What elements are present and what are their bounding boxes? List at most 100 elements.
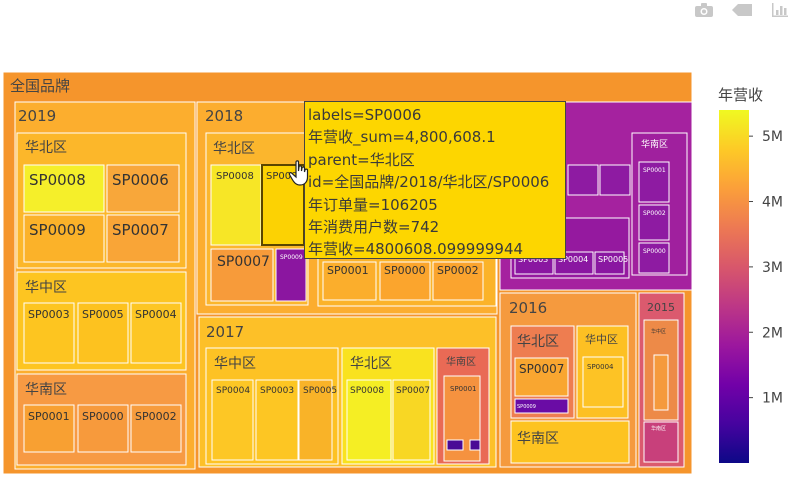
region-tile[interactable] xyxy=(510,420,630,464)
colorbar-tick-label: 2M xyxy=(762,325,783,341)
leaf-tile[interactable] xyxy=(210,164,262,246)
tooltip-line: labels=SP0006 xyxy=(308,106,422,124)
colorbar xyxy=(719,110,749,463)
colorbar-tick-label: 5M xyxy=(762,129,783,145)
region-label: 华中区 xyxy=(651,328,666,335)
leaf-label: SP0005 xyxy=(82,308,124,321)
leaf-label: SP0002 xyxy=(135,410,177,423)
region-label: 华中区 xyxy=(214,356,256,372)
tooltip-line: parent=华北区 xyxy=(308,150,415,169)
leaf-label: SP0001 xyxy=(643,167,666,174)
tooltip-line: 年营收_sum=4,800,608.1 xyxy=(308,128,496,147)
year-label: 2019 xyxy=(18,107,56,125)
leaf-label: SP0009 xyxy=(29,221,86,239)
region-label: 华中区 xyxy=(25,280,67,296)
region-label: 华南区 xyxy=(517,431,559,447)
leaf-label: SP0007 xyxy=(519,362,564,376)
tooltip-line: 年营收=4800608.099999944 xyxy=(308,240,524,259)
region-label: 华南区 xyxy=(651,425,666,432)
region-label: 华南区 xyxy=(25,382,67,398)
leaf-tile[interactable] xyxy=(582,356,624,408)
leaf-label: SP0009 xyxy=(517,404,536,410)
leaf-label: SP0007 xyxy=(396,386,430,396)
modebar xyxy=(690,0,800,20)
tooltip-line: 年订单量=106205 xyxy=(308,195,438,214)
leaf-tile[interactable] xyxy=(594,251,625,275)
leaf-tile[interactable] xyxy=(23,404,75,453)
detail-tile[interactable] xyxy=(653,354,669,411)
leaf-tile[interactable] xyxy=(130,404,182,453)
leaf-label: SP0003 xyxy=(28,308,70,321)
leaf-label: SP0004 xyxy=(216,386,250,396)
colorbar-tick-label: 1M xyxy=(762,391,783,407)
region-label: 华北区 xyxy=(350,356,392,372)
leaf-tile[interactable] xyxy=(23,302,75,364)
leaf-label: SP0008 xyxy=(216,171,254,182)
leaf-tile[interactable] xyxy=(211,379,254,461)
leaf-tile[interactable] xyxy=(392,379,431,461)
root-label: 全国品牌 xyxy=(10,77,70,95)
leaf-tile[interactable] xyxy=(106,214,180,263)
leaf-tile[interactable] xyxy=(638,161,670,203)
year-label: 2018 xyxy=(205,107,243,125)
leaf-tile[interactable] xyxy=(275,248,307,302)
leaf-label: SP0005 xyxy=(303,386,337,396)
year-label: 2017 xyxy=(206,323,244,341)
leaf-tile[interactable] xyxy=(77,404,129,453)
detail-tile[interactable] xyxy=(469,439,481,451)
leaf-tile[interactable] xyxy=(23,214,105,263)
detail-tile[interactable] xyxy=(446,439,464,451)
leaf-label: SP0004 xyxy=(558,255,588,264)
leaf-label: SP0009 xyxy=(280,254,303,261)
leaf-label: SP0001 xyxy=(450,385,476,393)
leaf-label: SP0006 xyxy=(266,171,304,182)
leaf-label: SP0000 xyxy=(643,248,666,255)
leaf-tile[interactable] xyxy=(298,379,333,461)
colorbar-tick-label: 3M xyxy=(762,260,783,276)
leaf-tile[interactable] xyxy=(432,261,484,301)
colorbar-tick-label: 4M xyxy=(762,195,783,211)
leaf-tile[interactable] xyxy=(106,164,180,213)
leaf-label: SP0007 xyxy=(112,221,169,239)
detail-tile[interactable] xyxy=(567,164,599,196)
camera-icon[interactable] xyxy=(690,0,718,20)
leaf-label: SP0008 xyxy=(350,386,384,396)
leaf-tile[interactable] xyxy=(638,204,670,241)
leaf-tile[interactable] xyxy=(255,379,299,461)
region-label: 华北区 xyxy=(517,334,559,350)
region-tile[interactable] xyxy=(643,421,679,463)
leaf-tile[interactable] xyxy=(210,248,274,302)
year-label: 2015 xyxy=(647,301,675,314)
detail-tile[interactable] xyxy=(599,164,631,196)
leaf-label: SP0002 xyxy=(437,264,479,277)
leaf-label: SP0003 xyxy=(260,386,294,396)
leaf-label: SP0005 xyxy=(598,255,628,264)
tooltip-line: 年消费用户数=742 xyxy=(308,218,440,237)
leaf-tile[interactable] xyxy=(130,302,182,364)
leaf-label: SP0003 xyxy=(518,255,548,264)
region-label: 华北区 xyxy=(25,140,67,156)
leaf-tile[interactable] xyxy=(322,261,377,301)
leaf-label: SP0001 xyxy=(28,410,70,423)
leaf-tile[interactable] xyxy=(23,164,105,213)
hover-tooltip: labels=SP0006 年营收_sum=4,800,608.1 parent… xyxy=(304,101,566,259)
leaf-tile[interactable] xyxy=(514,398,569,414)
leaf-tile[interactable] xyxy=(514,357,569,397)
region-label: 华北区 xyxy=(213,141,255,157)
leaf-label: SP0006 xyxy=(112,171,169,189)
leaf-tile[interactable] xyxy=(379,261,431,301)
year-label: 2016 xyxy=(509,299,547,317)
leaf-tile[interactable] xyxy=(638,242,670,274)
leaf-label: SP0000 xyxy=(384,264,426,277)
leaf-tile[interactable] xyxy=(77,302,129,364)
leaf-tile[interactable] xyxy=(346,379,392,461)
bar-chart-icon[interactable] xyxy=(766,0,794,20)
leaf-label: SP0004 xyxy=(135,308,177,321)
leaf-label: SP0001 xyxy=(327,264,369,277)
leaf-label: SP0007 xyxy=(217,254,270,270)
leaf-label: SP0008 xyxy=(29,171,86,189)
region-label: 华中区 xyxy=(585,332,618,346)
tag-icon[interactable] xyxy=(728,0,756,20)
leaf-label: SP0000 xyxy=(82,410,124,423)
